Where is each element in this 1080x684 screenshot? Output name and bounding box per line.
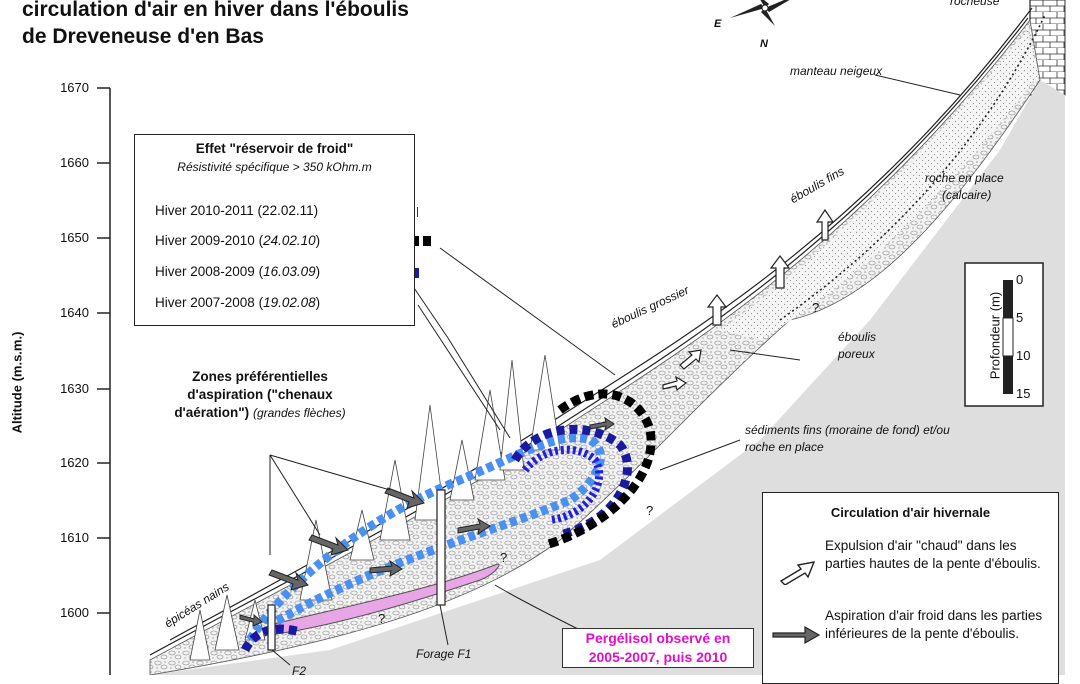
label-sediments-2: roche en place [745, 440, 824, 454]
label-eboulis-poreux-2: poreux [838, 347, 875, 361]
expulsion-arrows [662, 208, 835, 392]
depth-scale [964, 262, 1044, 407]
contour-2011 [521, 445, 604, 524]
warm-arrow-icon [779, 561, 816, 585]
question-mark: ? [378, 611, 386, 626]
intake-arrows [239, 416, 615, 627]
tick-label: 1600 [60, 605, 89, 620]
label-calcaire: (calcaire) [942, 188, 992, 202]
legend-box: Effet "réservoir de froid" Résistivité s… [134, 134, 415, 326]
tick-label: 1660 [60, 155, 89, 170]
fine-scree [720, 30, 1038, 340]
zones-text: Zones préférentielles d'aspiration ("che… [174, 369, 346, 420]
label-manteau-neigeux: manteau neigeux [790, 64, 883, 78]
depth-tick: 10 [1016, 348, 1031, 363]
circulation-legend: Circulation d'air hivernale Expulsion d'… [762, 492, 1059, 684]
circulation-cold-text: Aspiration d'air froid dans les parties … [825, 608, 1043, 641]
y-axis [97, 87, 111, 675]
legend-row-2011: Hiver 2010-2011 (22.02.11) [155, 203, 319, 218]
snow-cover-lower [149, 17, 1029, 656]
borehole-f1 [436, 489, 446, 606]
depth-tick: 5 [1016, 310, 1024, 325]
borehole-f2 [267, 604, 276, 651]
depth-tick: 15 [1016, 386, 1031, 401]
label-eboulis-poreux-1: éboulis [838, 330, 877, 344]
label-roche-en-place: roche en place [925, 171, 1004, 185]
compass-icon [730, 0, 790, 26]
tick-label: 1670 [60, 80, 89, 95]
question-mark: ? [500, 550, 508, 565]
depth-scale-label: Profondeur (m) [987, 291, 1003, 380]
tick-label: 1650 [60, 230, 89, 245]
y-axis-label: Altitude (m.s.m.) [9, 331, 25, 434]
question-mark: ? [812, 300, 820, 315]
tick-label: 1610 [60, 530, 89, 545]
depth-tick: 0 [1016, 272, 1024, 287]
question-mark: ? [646, 503, 654, 518]
page-title: circulation d'air en hiver dans l'ébouli… [22, 0, 409, 48]
tick-label: 1620 [60, 455, 89, 470]
tick-label: 1630 [60, 381, 89, 396]
tick-label: 1640 [60, 305, 89, 320]
compass-e: E [714, 18, 722, 30]
contour-2010 [543, 389, 656, 550]
circulation-warm-text: Expulsion d'air "chaud" dans les parties… [825, 538, 1041, 571]
snow-cover-upper [169, 7, 1033, 641]
leader-lines [269, 74, 961, 666]
label-sediments-1: sédiments fins (moraine de fond) et/ou [745, 423, 950, 437]
label-f2: F2 [292, 664, 307, 678]
trees [189, 354, 561, 661]
legend-title: Effet "réservoir de froid" [195, 141, 354, 156]
cold-arrow-icon [772, 625, 821, 645]
circulation-title: Circulation d'air hivernale [830, 505, 991, 520]
permafrost-lens [269, 563, 500, 636]
label-forage-f1: Forage F1 [416, 647, 472, 661]
legend-subtitle: Résistivité spécifique > 350 kOhm.m [177, 160, 372, 174]
compass-n: N [760, 38, 768, 50]
legend-row-2009: Hiver 2008-2009 (16.03.09) [155, 264, 321, 279]
legend-row-2010: Hiver 2009-2010 (24.02.10) [155, 233, 321, 248]
pergelisol-label: Pergélisol observé en 2005-2007, puis 20… [562, 628, 754, 668]
legend-row-2008: Hiver 2007-2008 (19.02.08) [155, 295, 321, 310]
label-rocheuse: rocheuse [950, 0, 1000, 8]
bedrock-contact [779, 14, 1046, 321]
